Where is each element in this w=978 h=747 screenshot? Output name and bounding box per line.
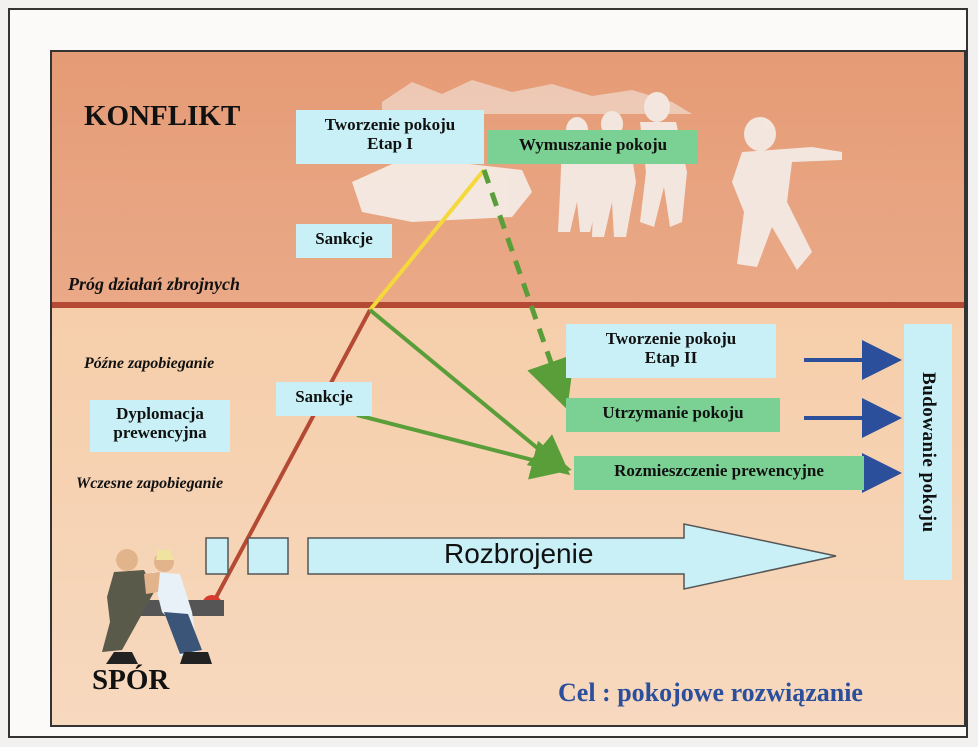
slide-frame: KONFLIKT SPÓR Próg działań zbrojnych Póź… — [8, 8, 968, 738]
peacebuilding-box: Budowanie pokoju — [904, 324, 952, 580]
early-prevention-label: Wczesne zapobieganie — [76, 475, 223, 493]
diagram-canvas: KONFLIKT SPÓR Próg działań zbrojnych Póź… — [50, 50, 966, 727]
sanctions-box-bottom: Sankcje — [276, 382, 372, 416]
peace-enforcement-box: Wymuszanie pokoju — [488, 130, 698, 164]
dispute-label: SPÓR — [92, 664, 169, 697]
preventive-diplomacy-box: Dyplomacja prewencyjna — [90, 400, 230, 452]
peacemaking-stage-2-box: Tworzenie pokoju Etap II — [566, 324, 776, 378]
peacemaking-stage-1-box: Tworzenie pokoju Etap I — [296, 110, 484, 164]
disarmament-label: Rozbrojenie — [444, 538, 593, 570]
peacekeeping-box: Utrzymanie pokoju — [566, 398, 780, 432]
threshold-label: Próg działań zbrojnych — [68, 274, 240, 295]
conflict-label: KONFLIKT — [84, 100, 240, 133]
late-prevention-label: Późne zapobieganie — [84, 355, 214, 373]
sanctions-box-top: Sankcje — [296, 224, 392, 258]
preventive-deployment-box: Rozmieszczenie prewencyjne — [574, 456, 864, 490]
goal-label: Cel : pokojowe rozwiązanie — [558, 678, 863, 708]
